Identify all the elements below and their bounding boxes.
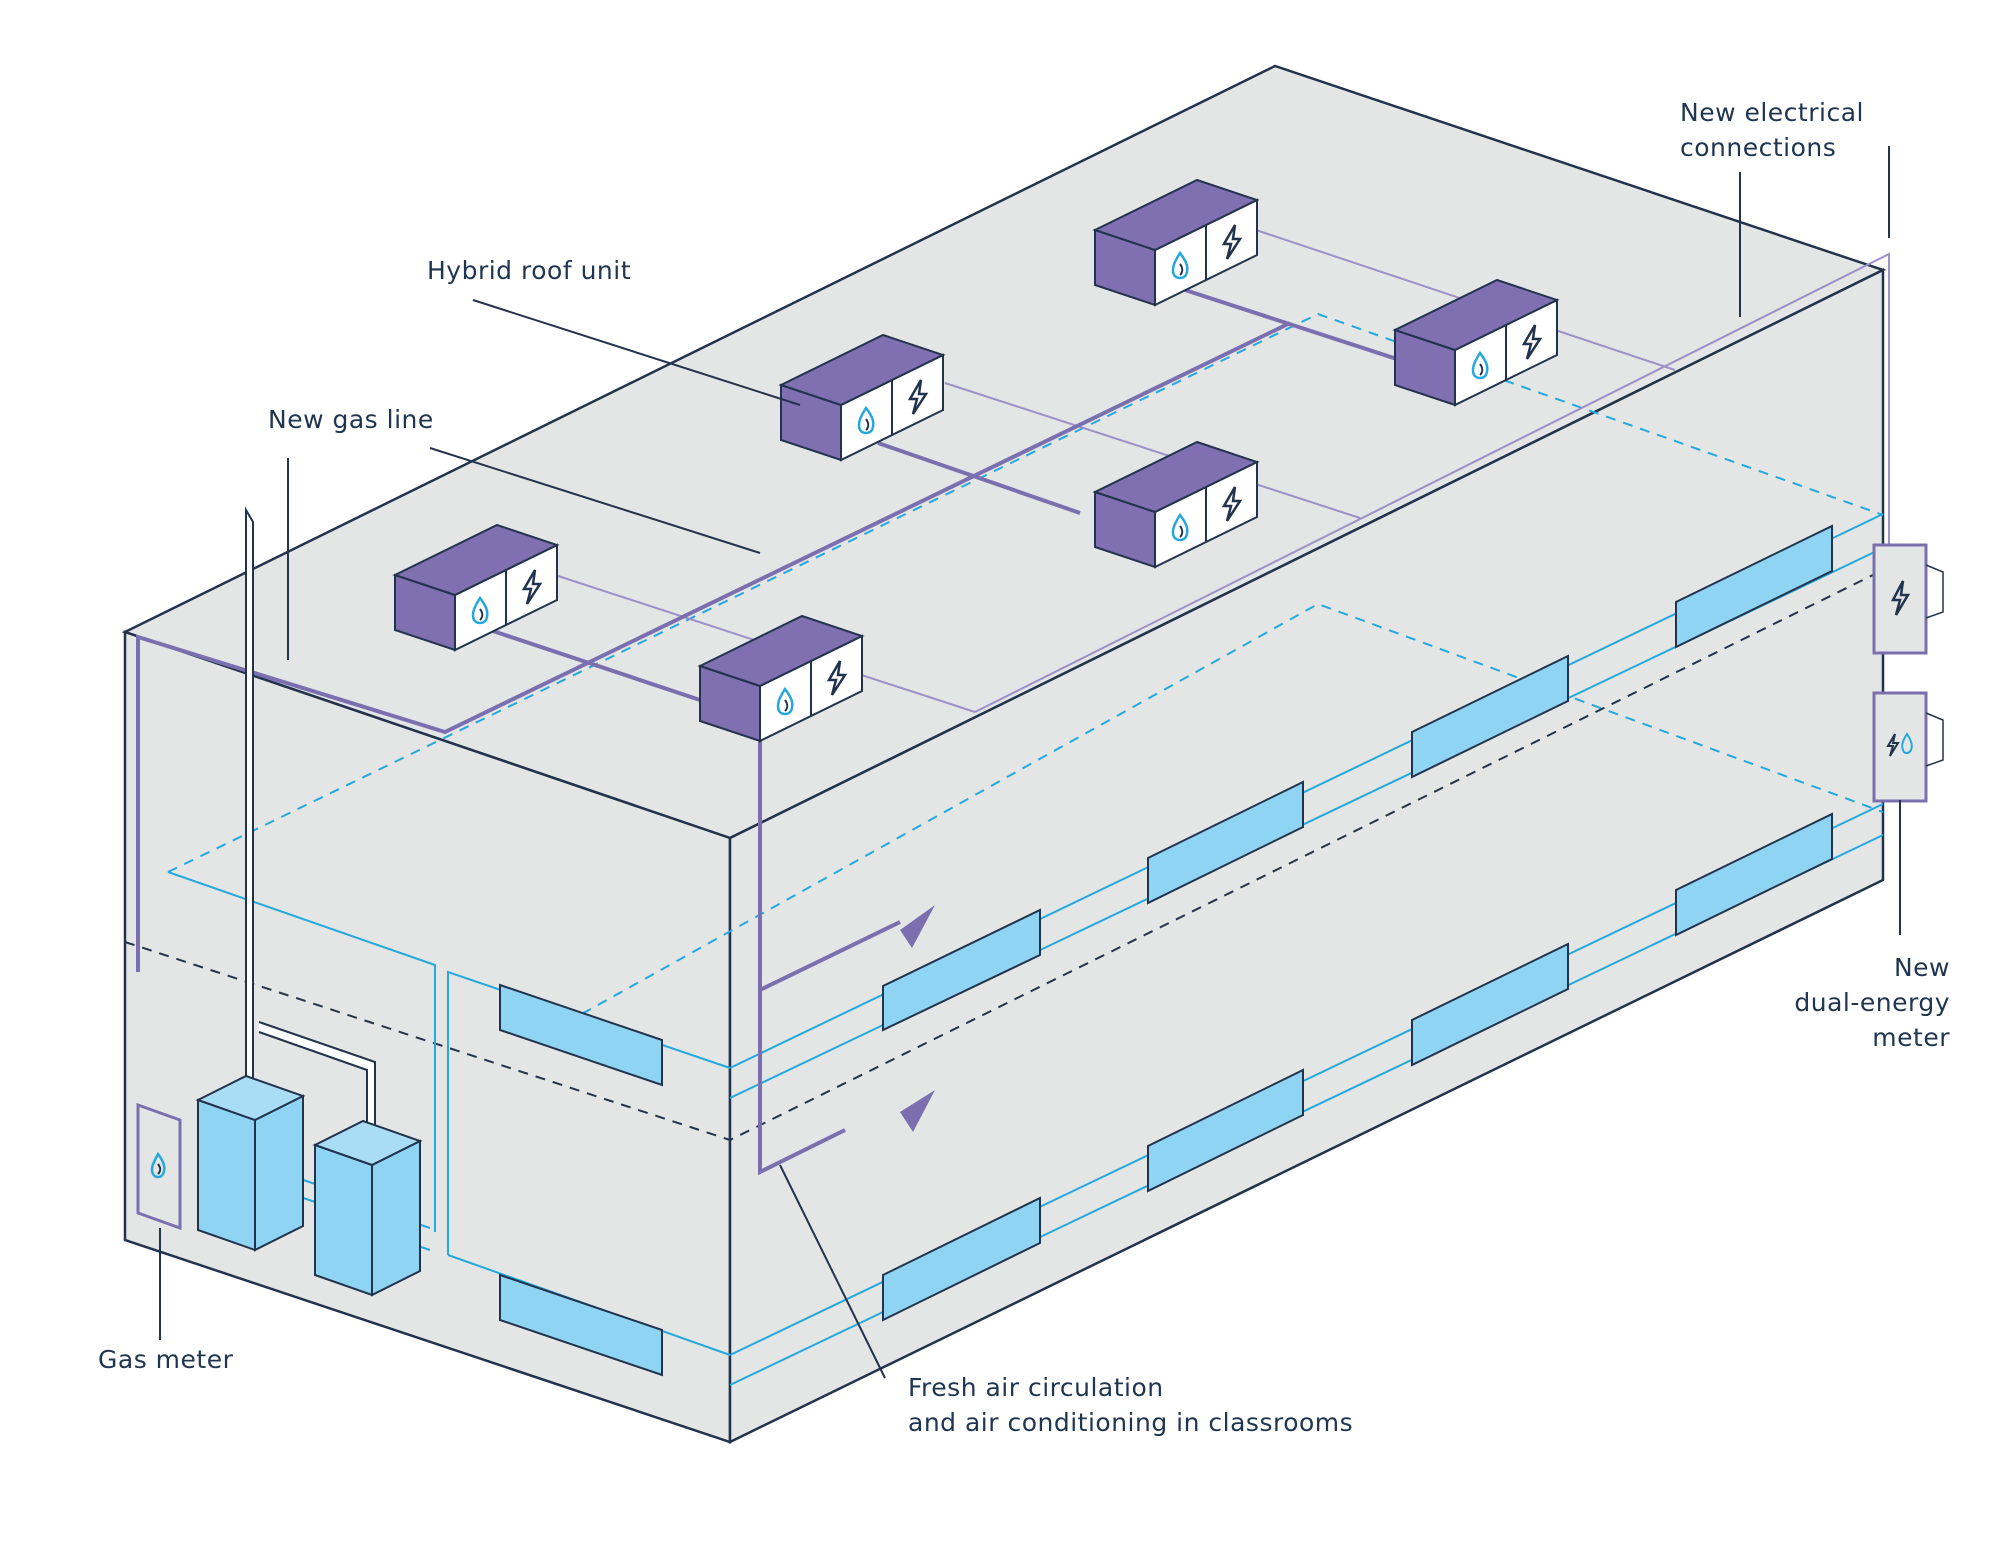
vent [499, 983, 663, 1087]
lightning-icon [521, 569, 543, 605]
boiler-top [312, 1119, 423, 1167]
boiler-side [254, 1094, 304, 1252]
hybrid-roof-unit [1392, 278, 1560, 407]
label-new-gas-line: New gas line [268, 405, 434, 434]
label-new-dual-energy-meter: New dual-energy meter [1794, 953, 1950, 1052]
vents-lower-floor [882, 812, 1833, 1322]
boiler-front [314, 1143, 373, 1297]
boiler-front [197, 1098, 256, 1252]
arrow-head [900, 905, 935, 948]
label-fresh-air: Fresh air circulation and air conditioni… [908, 1373, 1354, 1437]
label-gas-meter: Gas meter [98, 1345, 234, 1374]
hybrid-roof-unit [697, 614, 865, 743]
dual-energy-meter [1872, 691, 1944, 803]
vent [1675, 812, 1833, 937]
vent [1411, 654, 1569, 779]
lightning-icon [1221, 224, 1243, 260]
lower-floor-dashed-outline [534, 602, 1884, 1041]
upper-floor-dashed-outline [167, 312, 1884, 873]
electric-meter [1872, 543, 1944, 655]
vent [882, 1196, 1041, 1322]
hybrid-roof-unit [778, 333, 946, 462]
leader-hybrid-roof-unit [472, 299, 801, 406]
gas-line [136, 288, 1401, 1176]
lightning-icon [907, 379, 929, 415]
vent [1675, 524, 1833, 649]
boiler-top [195, 1074, 306, 1122]
vent [882, 908, 1041, 1032]
gas-meter-box [136, 1102, 182, 1231]
vents-upper-floor [882, 524, 1833, 1032]
flame-icon [1471, 350, 1489, 380]
flame-icon [1171, 512, 1189, 542]
dual-energy-icon [1886, 732, 1913, 757]
hybrid-roof-unit [1092, 440, 1260, 569]
flame-icon [150, 1151, 166, 1179]
hybrid-roof-unit [1092, 178, 1260, 307]
boiler-units [195, 1074, 423, 1297]
floor-outlines [124, 312, 1884, 1142]
hybrid-roof-unit [392, 523, 560, 652]
boiler-side [371, 1139, 421, 1297]
fresh-air-arrows [900, 905, 935, 1132]
lightning-icon [1890, 580, 1911, 616]
label-hybrid-roof-unit: Hybrid roof unit [427, 256, 632, 285]
flame-icon [776, 686, 794, 716]
arrow-head [900, 1090, 935, 1132]
floor-divider-dashed-line [124, 569, 1884, 1142]
flame-icon [857, 405, 875, 435]
vent [1411, 942, 1569, 1067]
lightning-icon [826, 660, 848, 696]
vent [499, 1273, 663, 1377]
leader-lines [159, 146, 1901, 1379]
leader-fresh-air [779, 1164, 886, 1379]
vent [1147, 1068, 1304, 1193]
flame-icon [1171, 250, 1189, 280]
label-new-electrical-connections: New electrical connections [1680, 98, 1864, 162]
flame-icon [471, 595, 489, 625]
hybrid-roof-units [392, 178, 1560, 743]
vents-front-wall [499, 983, 663, 1377]
lightning-icon [1521, 324, 1543, 360]
vent [1147, 780, 1304, 905]
lightning-icon [1221, 486, 1243, 522]
leader-new-gas-line [429, 447, 761, 554]
